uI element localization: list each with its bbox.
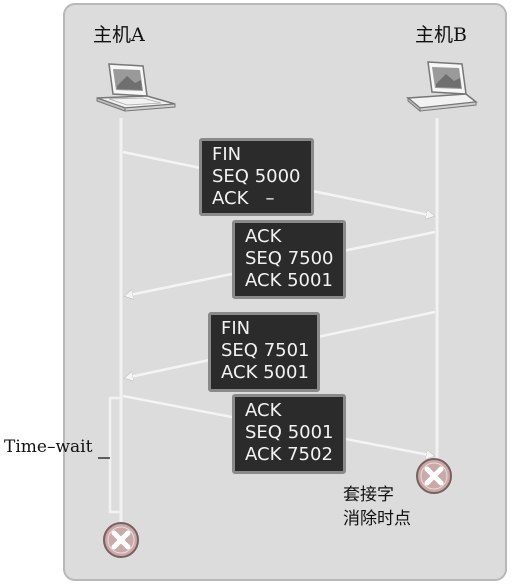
message-box-ack-1: ACK SEQ 7500 ACK 5001 [232,220,346,299]
message-line: ACK 5001 [221,362,309,383]
message-box-ack-2: ACK SEQ 5001 ACK 7502 [232,394,346,474]
socket-note-line: 消除时点 [343,509,411,529]
message-line: SEQ 5000 [212,166,301,187]
message-line: FIN [212,144,242,165]
message-line: ACK 7502 [245,444,333,465]
message-line: ACK 5001 [245,270,333,291]
socket-removal-note: 套接字 消除时点 [343,483,411,531]
host-b-label: 主机B [415,24,467,46]
message-line: ACK [245,400,282,421]
message-line: ACK – [212,188,275,209]
message-line: SEQ 7501 [221,340,310,361]
socket-note-line: 套接字 [343,485,394,505]
close-circle-icon [103,522,139,558]
laptop-icon [96,63,176,112]
laptop-icon [406,61,478,113]
host-a-label: 主机A [93,24,145,46]
close-circle-icon [416,458,452,494]
message-line: ACK [245,226,282,247]
message-line: FIN [221,318,251,339]
time-wait-bracket [108,396,122,514]
message-box-fin-1: FIN SEQ 5000 ACK – [199,138,314,216]
time-wait-label: Time–wait [4,437,93,457]
message-box-fin-2: FIN SEQ 7501 ACK 5001 [208,312,320,392]
message-line: SEQ 5001 [245,422,334,443]
message-line: SEQ 7500 [245,248,334,269]
